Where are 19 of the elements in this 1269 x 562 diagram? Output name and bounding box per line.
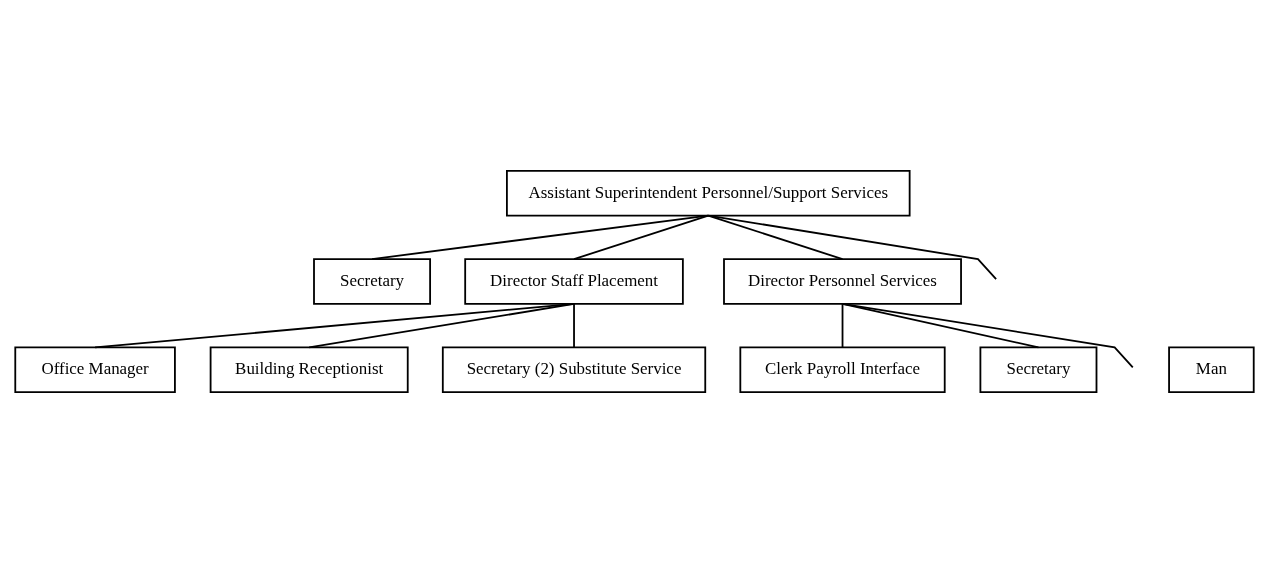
connector	[573, 302, 575, 348]
node-box: Director Staff Placement	[464, 257, 684, 305]
connector	[707, 214, 998, 280]
node-box: Secretary (2) Substitute Service	[441, 346, 707, 393]
node-box: Building Receptionist	[209, 346, 409, 393]
connector	[841, 302, 844, 348]
node-box: Clerk Payroll Interface	[739, 346, 946, 393]
node-box: Man	[1168, 346, 1255, 393]
connector	[308, 302, 575, 348]
connector	[573, 214, 710, 260]
node-box: Office Manager	[14, 346, 176, 393]
connector	[94, 302, 575, 348]
node-box: Assistant Superintendent Personnel/Support Services	[506, 169, 911, 216]
connector	[841, 302, 1040, 348]
node-box: Secretary	[979, 346, 1098, 393]
connector	[841, 302, 1134, 368]
node-box: Director Personnel Services	[723, 257, 962, 305]
node-box: Secretary	[313, 257, 431, 305]
connector	[371, 214, 710, 260]
